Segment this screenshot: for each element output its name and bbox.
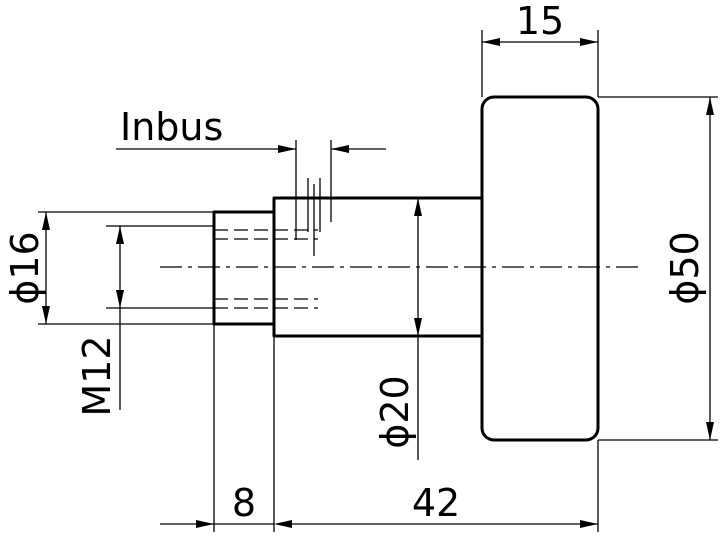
dimension-dia50: ϕ50 xyxy=(598,96,718,441)
arrowhead xyxy=(42,212,50,230)
hidden-lines xyxy=(214,140,332,309)
dimension-m12: M12 xyxy=(75,225,214,417)
dimension-label-15: 15 xyxy=(516,0,564,43)
dimension-42: 42 xyxy=(292,440,599,532)
arrowhead xyxy=(116,290,124,308)
arrowhead xyxy=(196,520,214,528)
arrowhead xyxy=(482,38,500,46)
dimension-8: 8 xyxy=(160,324,292,532)
dimension-label-inbus: Inbus xyxy=(120,105,223,149)
arrowhead xyxy=(116,226,124,244)
arrowhead xyxy=(414,198,422,216)
dimension-15: 15 xyxy=(481,0,599,97)
arrowhead xyxy=(706,422,714,440)
arrowhead xyxy=(278,145,296,153)
knob-head xyxy=(480,95,600,442)
dimension-label-dia16: ϕ16 xyxy=(3,231,47,304)
arrowhead xyxy=(331,145,349,153)
dimension-inbus: Inbus xyxy=(116,105,386,153)
arrowhead xyxy=(580,38,598,46)
arrowhead xyxy=(42,306,50,324)
dimension-label-8: 8 xyxy=(232,481,256,525)
arrowhead xyxy=(706,97,714,115)
dimension-dia20: ϕ20 xyxy=(373,198,422,460)
arrowhead xyxy=(580,520,598,528)
dimension-label-42: 42 xyxy=(412,481,460,525)
dimension-label-dia50: ϕ50 xyxy=(663,231,707,304)
arrowhead xyxy=(414,318,422,336)
dimension-label-dia20: ϕ20 xyxy=(373,375,417,448)
dimension-dia16: ϕ16 xyxy=(3,211,214,325)
threaded-pin xyxy=(212,210,276,326)
arrowhead xyxy=(274,520,292,528)
dimension-label-m12: M12 xyxy=(75,335,119,416)
